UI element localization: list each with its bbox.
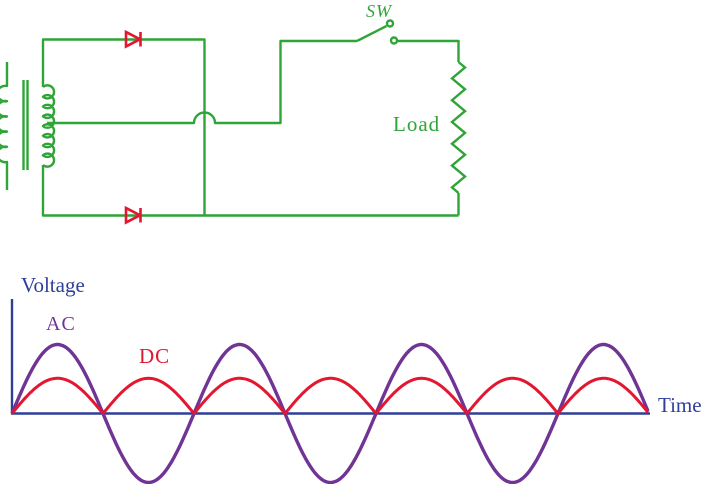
transformer-primary-coil (0, 62, 9, 190)
rectifier-diodes (124, 29, 143, 225)
waveform-chart (10, 299, 650, 484)
diode-bottom-icon (124, 205, 143, 225)
switch-open-contact (385, 19, 395, 28)
switch-fixed-contact (389, 36, 399, 45)
dc-curve-label: DC (139, 344, 171, 368)
transformer-secondary-coil (41, 84, 56, 168)
switch-lever (356, 24, 388, 43)
circuit-diagram (0, 19, 467, 217)
load-label: Load (393, 112, 441, 136)
x-axis-label: Time (658, 393, 702, 417)
diode-top-icon (124, 29, 143, 49)
ac-curve (10, 342, 650, 484)
ac-curve-label: AC (46, 313, 76, 335)
circuit-wires (41, 38, 460, 217)
chart-axes (10, 299, 650, 415)
y-axis-label: Voltage (21, 273, 85, 297)
switch-label: SW (366, 1, 392, 21)
load-resistor (450, 61, 467, 194)
dc-curve (10, 376, 650, 416)
